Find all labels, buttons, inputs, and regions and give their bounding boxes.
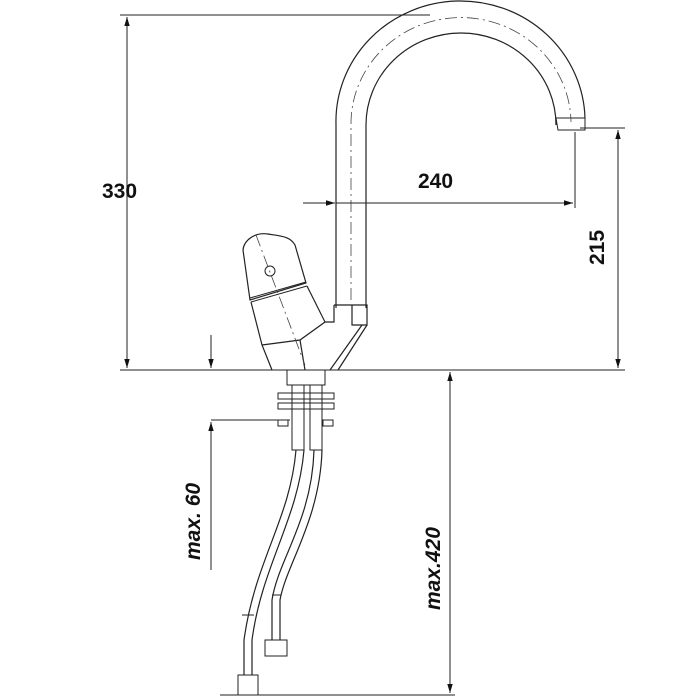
mixer-body [242, 233, 368, 371]
mounting-fittings [277, 369, 335, 451]
dim-label-total-height: 330 [102, 180, 137, 203]
dim-label-spout-reach: 240 [418, 170, 453, 193]
supply-hoses [237, 449, 323, 696]
dim-label-spout-height: 215 [586, 230, 609, 265]
dim-label-counter-thickness: max. 60 [182, 483, 205, 560]
spout [335, 0, 586, 308]
dim-label-hose-length: max.420 [422, 527, 445, 610]
